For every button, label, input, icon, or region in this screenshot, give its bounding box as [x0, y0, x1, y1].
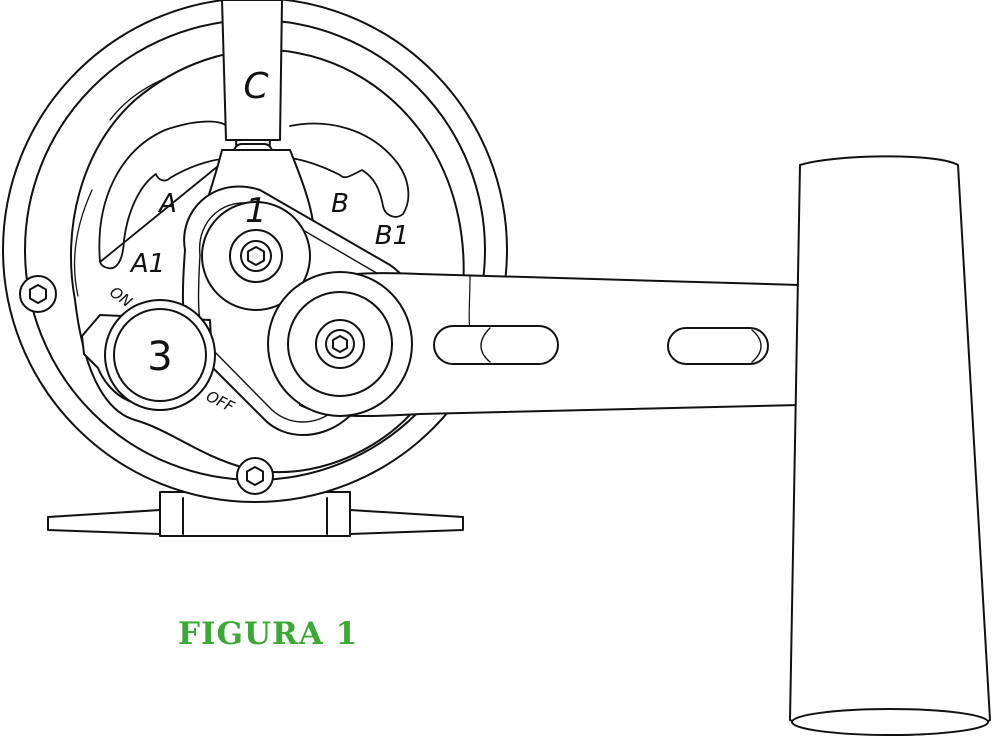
position-b1-label: B1: [375, 221, 409, 251]
figure-caption: FIGURA 1: [178, 616, 359, 652]
lever-label: C: [243, 66, 269, 107]
position-b-label: B: [331, 189, 349, 219]
selector-arc-slot: [98, 120, 410, 270]
crank-slot-inner: [433, 325, 559, 365]
crank-handle[interactable]: [789, 155, 991, 736]
screw-left: [19, 275, 57, 313]
drag-knob-number: 3: [147, 334, 172, 380]
screw-bottom: [236, 457, 274, 495]
position-a1-label: A1: [129, 249, 165, 279]
drag-knob[interactable]: [81, 299, 216, 411]
crank-hub: [267, 271, 413, 417]
selector-1-pivot: [201, 201, 311, 311]
crank-slot-outer: [667, 327, 769, 365]
position-a-label: A: [157, 189, 177, 219]
position-1-label: 1: [245, 191, 267, 231]
